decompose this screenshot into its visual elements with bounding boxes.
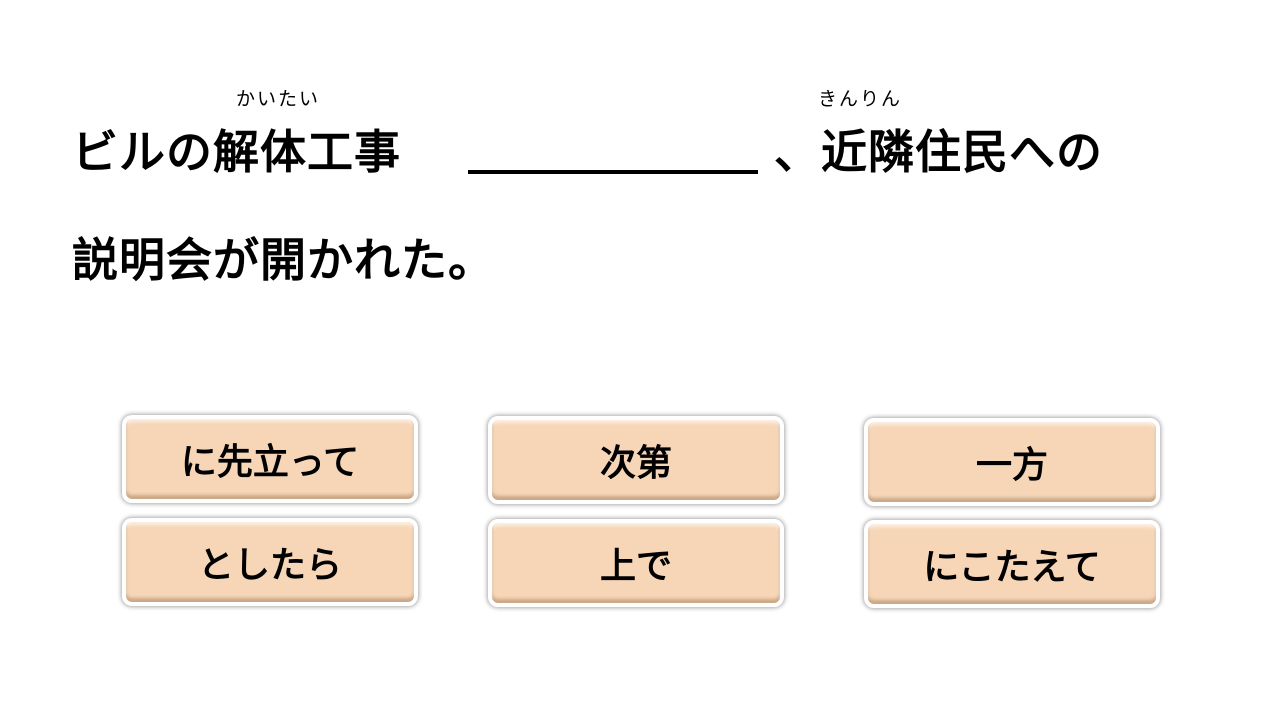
option-button-1[interactable]: に先立って bbox=[122, 415, 418, 503]
question-part1: ビルの解体工事 bbox=[72, 125, 401, 179]
question-line2: 説明会が開かれた。 bbox=[72, 233, 495, 287]
option-button-5[interactable]: 上で bbox=[488, 519, 784, 607]
answer-blank bbox=[468, 170, 758, 174]
ruby-kaitai: かいたい bbox=[236, 88, 321, 110]
ruby-kinrin: きんりん bbox=[818, 88, 903, 110]
question-part2: 、近隣住民への bbox=[774, 125, 1103, 179]
option-button-3[interactable]: 一方 bbox=[864, 418, 1160, 506]
option-button-2[interactable]: 次第 bbox=[488, 416, 784, 504]
option-button-4[interactable]: としたら bbox=[122, 518, 418, 606]
option-button-6[interactable]: にこたえて bbox=[864, 520, 1160, 608]
